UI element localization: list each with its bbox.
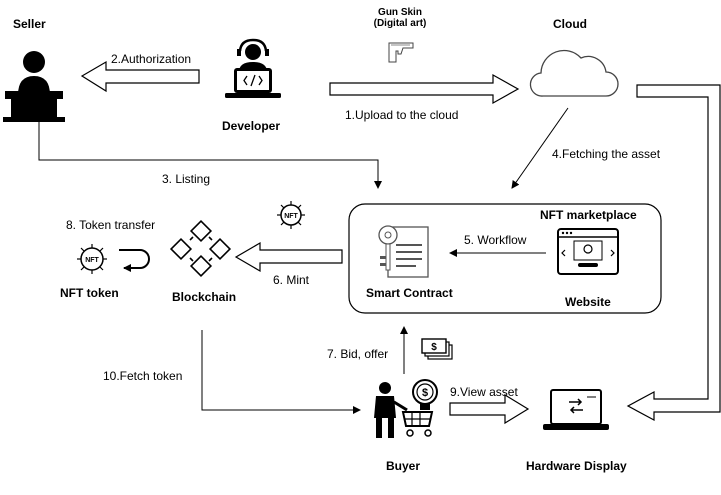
website-label: Website <box>565 295 611 309</box>
nft-token-label: NFT token <box>60 286 119 300</box>
step-9-label: 9.View asset <box>450 385 518 399</box>
smart-contract-label: Smart Contract <box>366 286 453 300</box>
dollar-symbol: $ <box>431 342 437 353</box>
step-3-label: 3. Listing <box>162 172 211 186</box>
asset-label: Gun Skin (Digital art) <box>370 7 430 29</box>
step-4-label: 4.Fetching the asset <box>552 147 661 161</box>
gun-icon <box>388 42 414 63</box>
step-2-label: 2.Authorization <box>111 52 192 66</box>
hardware-display-icon <box>543 389 609 430</box>
cloud-label: Cloud <box>553 17 587 31</box>
seller-icon <box>3 51 65 122</box>
view-asset-arrow <box>449 393 530 425</box>
asset-label-line1: Gun Skin <box>378 7 422 18</box>
blockchain-label: Blockchain <box>172 290 237 304</box>
step-1-label: 1.Upload to the cloud <box>345 108 459 122</box>
nft-token-icon: NFT <box>77 244 107 274</box>
step-8-label: 8. Token transfer <box>66 218 156 232</box>
money-icon: $ <box>421 338 453 360</box>
mint-nft-badge-text: NFT <box>284 213 298 220</box>
buyer-label: Buyer <box>386 459 421 473</box>
website-icon <box>557 228 619 275</box>
step-7-label: 7. Bid, offer <box>327 347 389 361</box>
listing-connector <box>38 122 382 189</box>
smart-contract-icon <box>378 225 429 278</box>
nft-marketplace-label: NFT marketplace <box>540 208 637 222</box>
step-5-label: 5. Workflow <box>464 233 527 247</box>
upload-arrow <box>329 73 520 105</box>
asset-label-line2: (Digital art) <box>373 18 427 29</box>
authorization-arrow <box>80 60 200 93</box>
buyer-coin-symbol: $ <box>422 387 428 399</box>
step-6-label: 6. Mint <box>273 273 310 287</box>
seller-label: Seller <box>13 17 46 31</box>
nft-marketplace-box <box>348 203 662 314</box>
buyer-icon: $ <box>374 379 438 438</box>
developer-label: Developer <box>222 119 281 133</box>
fetching-asset-connector <box>511 107 569 189</box>
developer-icon <box>225 38 281 98</box>
nft-token-badge-text: NFT <box>85 257 99 264</box>
step-10-label: 10.Fetch token <box>103 369 183 383</box>
hardware-display-label: Hardware Display <box>526 459 627 473</box>
mint-nft-icon: NFT <box>277 201 305 229</box>
mint-arrow <box>234 241 343 273</box>
cloud-to-display-arrow <box>626 84 721 422</box>
cloud-icon <box>529 49 619 97</box>
blockchain-icon <box>169 219 232 278</box>
token-transfer-icon <box>119 249 150 272</box>
fetch-token-connector <box>201 330 361 414</box>
